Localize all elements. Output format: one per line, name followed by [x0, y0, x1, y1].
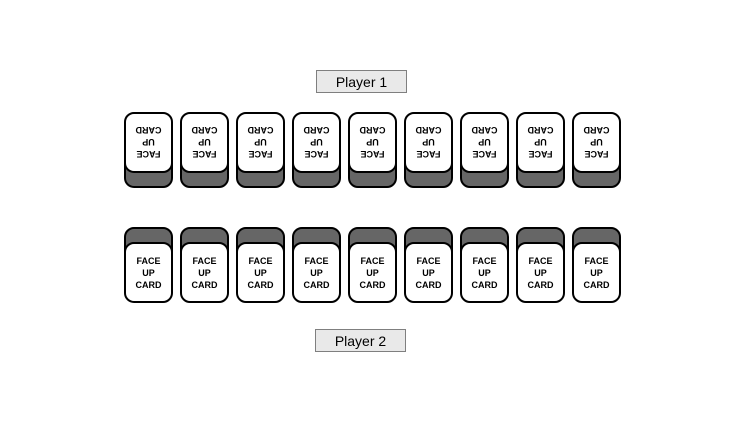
card-face-label: FACE UP CARD [247, 255, 274, 290]
card-face-label: FACE UP CARD [191, 125, 218, 160]
card-face: FACE UP CARD [516, 242, 565, 303]
face-up-card[interactable]: FACE UP CARD [404, 112, 453, 188]
face-up-card[interactable]: FACE UP CARD [236, 227, 285, 303]
card-face-label: FACE UP CARD [135, 125, 162, 160]
card-face-label: FACE UP CARD [527, 125, 554, 160]
card-face: FACE UP CARD [572, 242, 621, 303]
face-up-card[interactable]: FACE UP CARD [516, 112, 565, 188]
card-face: FACE UP CARD [348, 242, 397, 303]
card-face: FACE UP CARD [236, 242, 285, 303]
face-up-card[interactable]: FACE UP CARD [572, 227, 621, 303]
card-face-label: FACE UP CARD [583, 125, 610, 160]
card-face: FACE UP CARD [292, 112, 341, 173]
player2-card-row: FACE UP CARD FACE UP CARD FACE UP CARD F… [124, 227, 621, 303]
card-face-label: FACE UP CARD [471, 125, 498, 160]
face-up-card[interactable]: FACE UP CARD [292, 227, 341, 303]
card-face: FACE UP CARD [404, 112, 453, 173]
player1-card-row: FACE UP CARD FACE UP CARD FACE UP CARD F… [124, 112, 621, 188]
card-face: FACE UP CARD [460, 112, 509, 173]
card-face: FACE UP CARD [404, 242, 453, 303]
card-face: FACE UP CARD [516, 112, 565, 173]
face-up-card[interactable]: FACE UP CARD [348, 227, 397, 303]
card-face: FACE UP CARD [180, 242, 229, 303]
card-face-label: FACE UP CARD [359, 125, 386, 160]
face-up-card[interactable]: FACE UP CARD [516, 227, 565, 303]
card-face: FACE UP CARD [292, 242, 341, 303]
face-up-card[interactable]: FACE UP CARD [460, 112, 509, 188]
card-face-label: FACE UP CARD [583, 255, 610, 290]
card-face-label: FACE UP CARD [527, 255, 554, 290]
player2-label: Player 2 [315, 329, 406, 352]
face-up-card[interactable]: FACE UP CARD [460, 227, 509, 303]
face-up-card[interactable]: FACE UP CARD [124, 227, 173, 303]
card-face-label: FACE UP CARD [471, 255, 498, 290]
card-face-label: FACE UP CARD [303, 125, 330, 160]
face-up-card[interactable]: FACE UP CARD [180, 112, 229, 188]
card-face-label: FACE UP CARD [415, 255, 442, 290]
card-face-label: FACE UP CARD [191, 255, 218, 290]
card-face: FACE UP CARD [460, 242, 509, 303]
card-face: FACE UP CARD [124, 242, 173, 303]
card-face: FACE UP CARD [572, 112, 621, 173]
face-up-card[interactable]: FACE UP CARD [292, 112, 341, 188]
card-face-label: FACE UP CARD [415, 125, 442, 160]
card-face-label: FACE UP CARD [247, 125, 274, 160]
card-face-label: FACE UP CARD [303, 255, 330, 290]
card-face-label: FACE UP CARD [135, 255, 162, 290]
face-up-card[interactable]: FACE UP CARD [348, 112, 397, 188]
face-up-card[interactable]: FACE UP CARD [236, 112, 285, 188]
card-face: FACE UP CARD [348, 112, 397, 173]
face-up-card[interactable]: FACE UP CARD [124, 112, 173, 188]
player1-label: Player 1 [316, 70, 407, 93]
card-face: FACE UP CARD [124, 112, 173, 173]
face-up-card[interactable]: FACE UP CARD [180, 227, 229, 303]
card-face: FACE UP CARD [236, 112, 285, 173]
card-face-label: FACE UP CARD [359, 255, 386, 290]
face-up-card[interactable]: FACE UP CARD [404, 227, 453, 303]
card-face: FACE UP CARD [180, 112, 229, 173]
face-up-card[interactable]: FACE UP CARD [572, 112, 621, 188]
